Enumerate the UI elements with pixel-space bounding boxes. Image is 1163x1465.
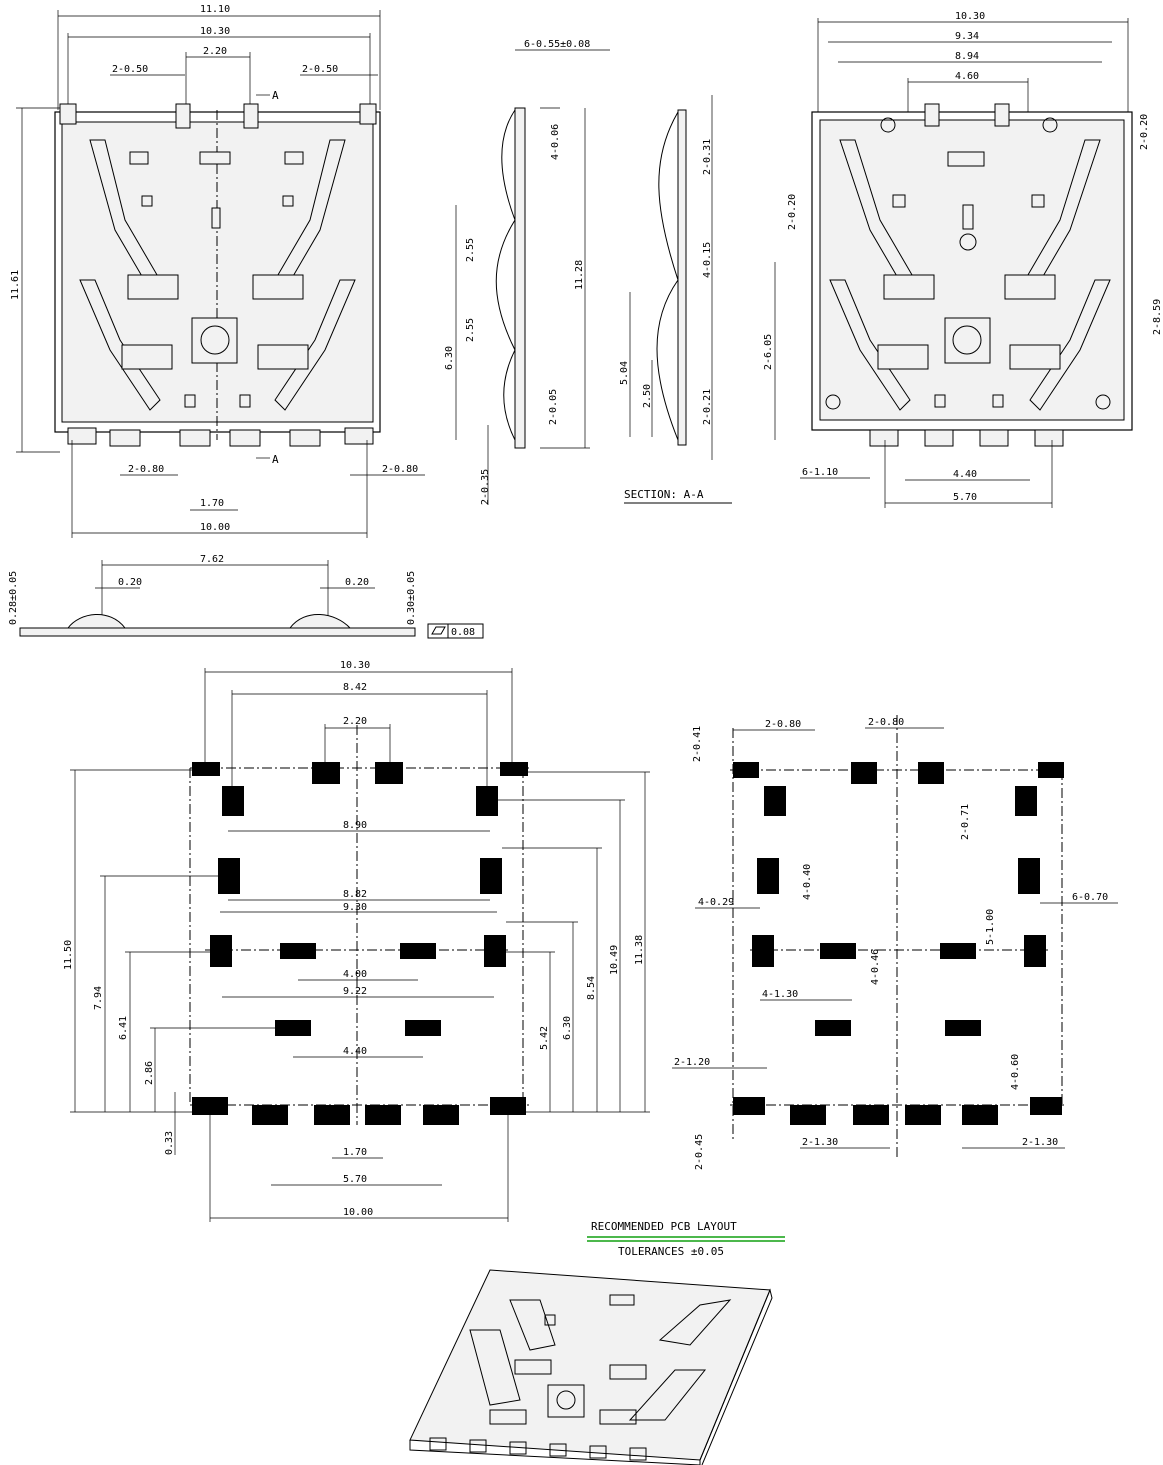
dim-sec-504: 5.04	[619, 361, 630, 385]
dim-tab-left: 2-0.50	[112, 64, 148, 75]
dim-side-2-005: 2-0.05	[548, 389, 559, 425]
dim-front-762: 7.62	[200, 554, 224, 565]
dim-r-2-041: 2-0.41	[692, 726, 703, 762]
pcb-layout-title: RECOMMENDED PCB LAYOUT	[591, 1220, 737, 1233]
dim-front-028: 0.28±0.05	[8, 571, 19, 625]
dim-r-2-120: 2-1.20	[674, 1057, 710, 1068]
dim-pcb-882: 8.82	[343, 889, 367, 900]
dim-pcb-033: 0.33	[164, 1131, 175, 1155]
dim-pcb-842: 8.42	[343, 682, 367, 693]
dim-pcb-542: 5.42	[539, 1026, 550, 1050]
dim-pcb-630: 6.30	[562, 1016, 573, 1040]
dim-tr-460: 4.60	[955, 71, 979, 82]
layout-notes: RECOMMENDED PCB LAYOUT TOLERANCES ±0.05	[587, 1220, 785, 1258]
dim-front-020-right: 0.20	[345, 577, 369, 588]
dim-sec-2-021: 2-0.21	[702, 389, 713, 425]
dim-r-2-130-right: 2-1.30	[1022, 1137, 1058, 1148]
dim-side-255b: 2.55	[465, 318, 476, 342]
dim-side-4-006: 4-0.06	[550, 124, 561, 160]
dim-side-630: 6.30	[444, 346, 455, 370]
dim-tr-2-859: 2-8.59	[1152, 299, 1163, 335]
pcb-layout-left: 10.30 8.42 2.20 8.90 8.82 9.30 4.00 9.22…	[63, 660, 650, 1222]
flatness-value: 0.08	[451, 627, 475, 638]
dim-pcb-854: 8.54	[586, 976, 597, 1000]
dim-pcb-1000: 10.00	[343, 1207, 373, 1218]
side-view: 6-0.55±0.08 4-0.06 2.55 2.55 11.28 6.30 …	[444, 39, 610, 505]
dim-side-255a: 2.55	[465, 238, 476, 262]
top-left-view: 11.10 10.30 2.20 2-0.50 2-0.50 A 11.61	[10, 4, 425, 538]
dim-pcb-570: 5.70	[343, 1174, 367, 1185]
dim-r-4-046: 4-0.46	[870, 949, 881, 985]
tolerance-note: TOLERANCES ±0.05	[618, 1245, 724, 1258]
dim-front-020-left: 0.20	[118, 577, 142, 588]
dim-r-5-100: 5-1.00	[985, 909, 996, 945]
dim-pcb-794: 7.94	[93, 986, 104, 1010]
section-view: 2-0.31 4-0.15 5.04 2.50 2-0.21 SECTION: …	[619, 95, 732, 504]
dim-tr-1030: 10.30	[955, 11, 985, 22]
dim-r-2-080-mid: 2-0.80	[868, 717, 904, 728]
dim-pcb-1150: 11.50	[63, 940, 74, 970]
dim-r-2-080-left: 2-0.80	[765, 719, 801, 730]
dim-tr-2-605: 2-6.05	[763, 334, 774, 370]
section-mark-top: A	[272, 89, 279, 102]
dim-pcb-922: 9.22	[343, 986, 367, 997]
dim-tr-934: 9.34	[955, 31, 979, 42]
dim-side-height: 11.28	[574, 260, 585, 290]
dim-body-width: 10.30	[200, 26, 230, 37]
dim-pcb-1049: 10.49	[609, 945, 620, 975]
dim-bottom-pad-right: 2-0.80	[382, 464, 418, 475]
dim-tab-right: 2-0.50	[302, 64, 338, 75]
dim-sec-2-031: 2-0.31	[702, 139, 713, 175]
dim-r-6-070: 6-0.70	[1072, 892, 1108, 903]
dim-r-4-130: 4-1.30	[762, 989, 798, 1000]
isometric-view	[409, 1269, 773, 1465]
dim-pcb-220: 2.20	[343, 716, 367, 727]
dim-pcb-890: 8.90	[343, 820, 367, 831]
dim-overall-height: 11.61	[10, 270, 21, 300]
section-caption: SECTION: A-A	[624, 488, 704, 501]
dim-r-2-045: 2-0.45	[694, 1134, 705, 1170]
dim-tr-2-020-left: 2-0.20	[787, 194, 798, 230]
dim-bottom-width: 10.00	[200, 522, 230, 533]
dim-front-030: 0.30±0.05	[406, 571, 417, 625]
dim-sec-250: 2.50	[642, 384, 653, 408]
dim-tr-894: 8.94	[955, 51, 979, 62]
dim-bottom-pad-left: 2-0.80	[128, 464, 164, 475]
dim-tr-6-110: 6-1.10	[802, 467, 838, 478]
front-view: 7.62 0.20 0.20 0.28±0.05 0.30±0.05 0.08	[8, 554, 484, 639]
dim-pcb-286: 2.86	[144, 1061, 155, 1085]
dim-pcb-930: 9.30	[343, 902, 367, 913]
dim-sec-4-015: 4-0.15	[702, 242, 713, 278]
dim-r-2-130-left: 2-1.30	[802, 1137, 838, 1148]
dim-pcb-1138: 11.38	[634, 935, 645, 965]
dim-r-2-071: 2-0.71	[960, 804, 971, 840]
dim-pcb-440: 4.40	[343, 1046, 367, 1057]
dim-pcb-1030: 10.30	[340, 660, 370, 671]
dim-r-4-060: 4-0.60	[1010, 1054, 1021, 1090]
dim-pcb-170: 1.70	[343, 1147, 367, 1158]
dim-pcb-641: 6.41	[118, 1016, 129, 1040]
dim-pcb-400: 4.00	[343, 969, 367, 980]
dim-tr-2-020-right: 2-0.20	[1139, 114, 1150, 150]
dim-tr-440: 4.40	[953, 469, 977, 480]
top-right-view: 10.30 9.34 8.94 4.60	[763, 11, 1163, 508]
dim-overall-width: 11.10	[200, 4, 230, 15]
dim-r-4-029: 4-0.29	[698, 897, 734, 908]
section-mark-bottom: A	[272, 453, 279, 466]
dim-tr-570: 5.70	[953, 492, 977, 503]
pcb-layout-right: 2-0.41 2-0.80 2-0.80 2-0.71 4-0.40 4-0.2…	[672, 715, 1118, 1170]
dim-r-4-040: 4-0.40	[802, 864, 813, 900]
dim-side-2-035: 2-0.35	[480, 469, 491, 505]
dim-bottom-pitch: 1.70	[200, 498, 224, 509]
dim-top-pitch: 2.20	[203, 46, 227, 57]
dim-side-top: 6-0.55±0.08	[524, 39, 590, 50]
